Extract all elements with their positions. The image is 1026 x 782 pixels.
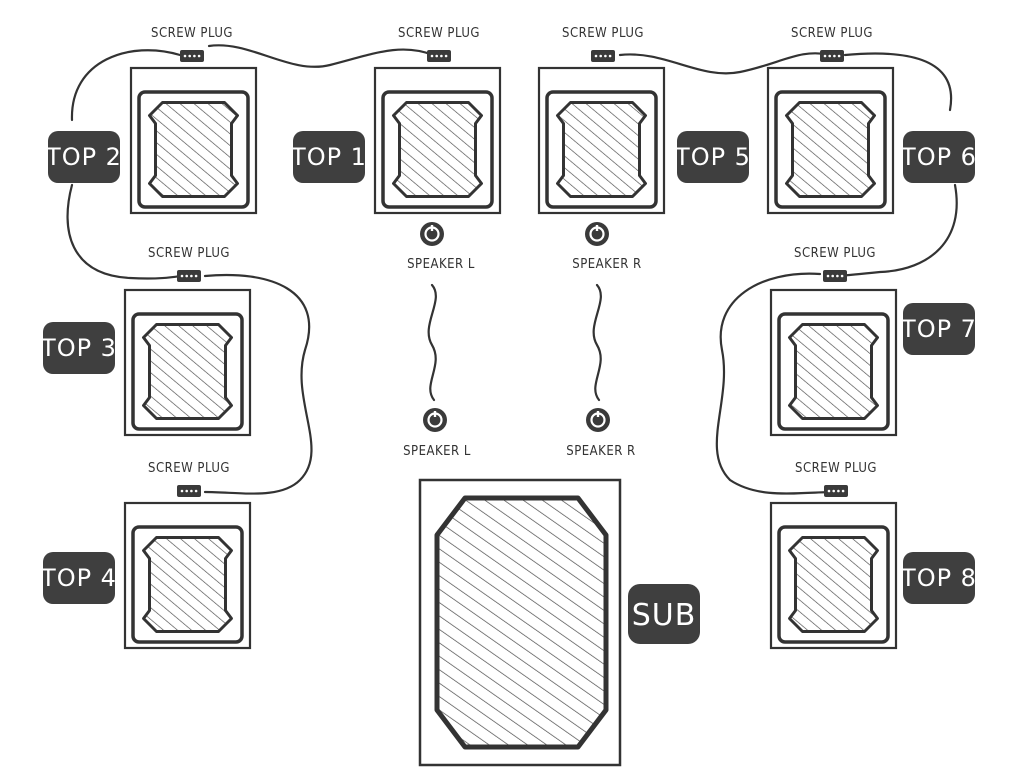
speaker-badge-label-top3: TOP 3	[40, 334, 117, 362]
speaker-badge-label-top5: TOP 5	[674, 143, 751, 171]
speaker-label-r-sub: SPEAKER R	[566, 444, 635, 459]
screw-plug-icon-top8	[824, 485, 848, 497]
cable-top6-top7	[836, 52, 958, 278]
speaker-badge-top4	[43, 552, 115, 604]
speaker-driver-top4	[142, 536, 233, 633]
screw-plug-icon-top2	[180, 50, 204, 62]
speaker-badge-top5	[677, 131, 749, 183]
speaker-badge-top3	[43, 322, 115, 374]
sub-badge	[628, 584, 700, 644]
subwoofer: SUB	[418, 478, 700, 767]
speaker-badge-label-top7: TOP 7	[900, 315, 977, 343]
speaker-top7: SCREW PLUG TOP 7	[769, 246, 977, 437]
cable-speaker-r	[592, 283, 602, 402]
speaker-top2: SCREW PLUG TOP 2	[45, 26, 258, 215]
screw-plug-label-top2: SCREW PLUG	[151, 26, 233, 41]
speaker-badge-top6	[903, 131, 975, 183]
speaker-badge-top8	[903, 552, 975, 604]
speakon-connector-top5	[585, 222, 609, 246]
cable-speaker-l	[427, 283, 437, 402]
speaker-top4: SCREW PLUG TOP 4	[40, 461, 252, 650]
speaker-driver-top2	[148, 101, 239, 198]
speaker-top8: SCREW PLUG TOP 8	[769, 461, 977, 650]
cable-top7-top8	[715, 272, 837, 495]
screw-plug-icon-top5	[591, 50, 615, 62]
speaker-top6: SCREW PLUG TOP 6	[766, 26, 977, 215]
speaker-badge-label-top1: TOP 1	[290, 143, 367, 171]
speakon-connector-sub-l	[423, 408, 447, 432]
screw-plug-label-top3: SCREW PLUG	[148, 246, 230, 261]
screw-plug-label-top4: SCREW PLUG	[148, 461, 230, 476]
speakon-connectors: SPEAKER L SPEAKER R SPEAKER L SPEAKER R	[403, 222, 641, 459]
speaker-driver-top5	[556, 101, 647, 198]
screw-plug-icon-top4	[177, 485, 201, 497]
speaker-badge-label-top6: TOP 6	[900, 143, 977, 171]
speaker-label-l-top: SPEAKER L	[407, 257, 475, 272]
speaker-driver-top6	[785, 101, 876, 198]
speaker-label-r-top: SPEAKER R	[572, 257, 641, 272]
screw-plug-label-top7: SCREW PLUG	[794, 246, 876, 261]
speaker-driver-top7	[788, 323, 879, 420]
speaker-badge-label-top4: TOP 4	[40, 564, 117, 592]
speaker-badge-top2	[48, 131, 120, 183]
speakon-connector-sub-r	[586, 408, 610, 432]
cable-top2-top1	[207, 44, 435, 68]
screw-plug-icon-top6	[820, 50, 844, 62]
speaker-driver-top8	[788, 536, 879, 633]
cable-group	[66, 44, 958, 495]
speaker-badge-label-top8: TOP 8	[900, 564, 977, 592]
speaker-badge-label-top2: TOP 2	[45, 143, 122, 171]
speaker-top3: SCREW PLUG TOP 3	[40, 246, 252, 437]
speakon-connector-top1	[420, 222, 444, 246]
screw-plug-label-top1: SCREW PLUG	[398, 26, 480, 41]
speaker-driver-top1	[392, 101, 483, 198]
speaker-badge-top7	[903, 303, 975, 355]
cable-top3-top4	[203, 273, 313, 495]
cable-top2-top3	[66, 49, 192, 280]
screw-plug-icon-top3	[177, 270, 201, 282]
screw-plug-label-top6: SCREW PLUG	[791, 26, 873, 41]
screw-plug-icon-top7	[823, 270, 847, 282]
screw-plug-label-top8: SCREW PLUG	[795, 461, 877, 476]
speaker-top5: SCREW PLUG TOP 5	[537, 26, 751, 215]
sub-badge-label: SUB	[632, 598, 697, 633]
subwoofer-driver	[434, 495, 609, 750]
speaker-badge-top1	[293, 131, 365, 183]
screw-plug-label-top5: SCREW PLUG	[562, 26, 644, 41]
speaker-top1: SCREW PLUG TOP 1	[290, 26, 502, 215]
speaker-label-l-sub: SPEAKER L	[403, 444, 471, 459]
cable-top5-top6	[618, 52, 832, 75]
screw-plug-icon-top1	[427, 50, 451, 62]
speaker-driver-top3	[142, 323, 233, 420]
